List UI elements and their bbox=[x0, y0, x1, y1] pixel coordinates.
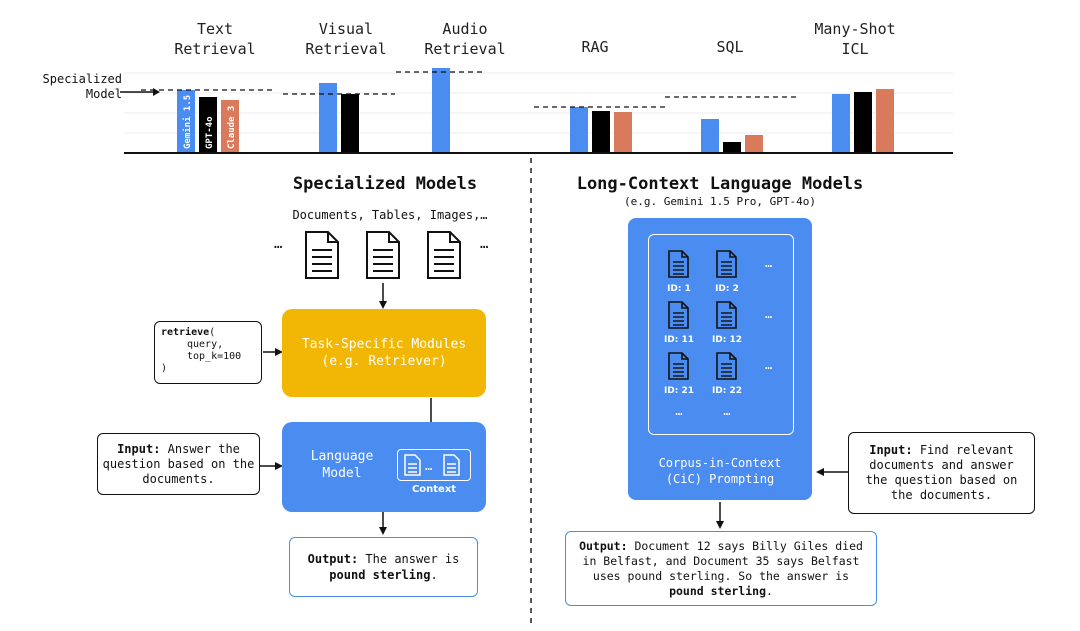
bar-gpt-4o bbox=[199, 97, 217, 153]
code-function-name: retrieve bbox=[161, 327, 210, 338]
code-paren-open: ( bbox=[209, 327, 216, 338]
context-label: Context bbox=[411, 484, 457, 495]
row-ellipsis: … bbox=[765, 256, 772, 270]
right-arrows bbox=[716, 468, 848, 529]
language-model-label: Language Model bbox=[310, 449, 374, 481]
bar-claude-3 bbox=[876, 89, 894, 153]
row-ellipsis: … bbox=[765, 307, 772, 321]
bar-claude-3 bbox=[745, 135, 763, 153]
document-icon bbox=[668, 352, 689, 380]
left-input-text: Answer the question based on the documen… bbox=[102, 441, 255, 486]
retrieve-code-box: retrieve( query, top_k=100 ) bbox=[154, 321, 262, 384]
right-input-box: Input: Find relevant documents and answe… bbox=[848, 432, 1035, 514]
right-output-box: Output: Document 12 says Billy Giles die… bbox=[565, 531, 877, 606]
bar-gemini-1-5 bbox=[319, 83, 337, 153]
document-icon bbox=[427, 231, 461, 279]
document-icon bbox=[668, 301, 689, 329]
bar-label-gemini-1-5: Gemini 1.5 bbox=[182, 95, 193, 149]
left-input-label: Input: bbox=[117, 441, 161, 456]
bar-gpt-4o bbox=[592, 111, 610, 153]
language-model-box: Language Model … Context bbox=[282, 422, 486, 512]
document-icon bbox=[668, 250, 689, 278]
category-label-audio-retrieval: Audio Retrieval bbox=[424, 20, 506, 58]
category-label-many-shot-icl: Many-Shot ICL bbox=[814, 20, 896, 58]
document-id-label: ID: 12 bbox=[712, 335, 742, 345]
bar-labels: Gemini 1.5 GPT-4o Claude 3 bbox=[182, 95, 237, 149]
left-output-period: . bbox=[430, 568, 438, 582]
corpus-documents: ID: 1 ID: 2 … ID: 11 ID: 12 … ID: 21 ID: 22 … … … bbox=[664, 250, 772, 418]
documents-caption: Documents, Tables, Images,… bbox=[292, 208, 488, 222]
document-id-label: ID: 1 bbox=[667, 284, 691, 294]
bar-gpt-4o bbox=[854, 92, 872, 153]
specialized-models-title: Specialized Models bbox=[292, 174, 478, 194]
long-context-title: Long-Context Language Models bbox=[576, 174, 864, 194]
bar-claude-3 bbox=[614, 112, 632, 153]
bar-label-gpt-4o: GPT-4o bbox=[205, 116, 215, 149]
document-icon bbox=[305, 231, 339, 279]
code-arg-query: query, bbox=[187, 339, 224, 350]
code-arg-topk: top_k=100 bbox=[187, 351, 242, 362]
right-output-label: Output: bbox=[579, 538, 628, 553]
context-box: … bbox=[397, 449, 471, 481]
right-output-text: Document 12 says Billy Giles died in Bel… bbox=[582, 538, 863, 583]
left-output-text: The answer is bbox=[358, 552, 460, 566]
category-label-rag: RAG bbox=[581, 38, 609, 56]
right-output-answer: pound sterling bbox=[669, 583, 766, 598]
chart-bars bbox=[177, 68, 894, 153]
category-label-visual-retrieval: Visual Retrieval bbox=[305, 20, 387, 58]
right-input-text: Find relevant documents and answer the q… bbox=[865, 443, 1018, 502]
document-icon bbox=[366, 231, 400, 279]
left-input-box: Input: Answer the question based on the … bbox=[97, 433, 260, 495]
document-icon bbox=[716, 250, 737, 278]
specialized-model-label: Specialized Model bbox=[42, 72, 122, 101]
section-divider bbox=[530, 158, 532, 628]
document-icons bbox=[305, 231, 461, 279]
bar-gemini-1-5 bbox=[832, 94, 850, 153]
left-output-box: Output: The answer is pound sterling. bbox=[289, 537, 478, 597]
code-paren-close: ) bbox=[161, 363, 168, 374]
left-output-answer: pound sterling bbox=[329, 568, 431, 582]
specialized-model-lines bbox=[141, 71, 799, 108]
document-icon bbox=[716, 301, 737, 329]
chart-gridlines bbox=[124, 72, 953, 134]
bar-gpt-4o bbox=[723, 142, 741, 153]
category-label-text-retrieval: Text Retrieval bbox=[174, 20, 256, 58]
task-specific-modules-box: Task-Specific Modules (e.g. Retriever) bbox=[282, 309, 486, 397]
bar-gpt-4o bbox=[341, 94, 359, 153]
document-icon bbox=[716, 352, 737, 380]
corpus-panel: ID: 1 ID: 2 … ID: 11 ID: 12 … ID: 21 ID: 22 … … … bbox=[648, 234, 794, 435]
docs-ellipsis-right: … bbox=[480, 236, 489, 252]
left-output-label: Output: bbox=[307, 552, 359, 566]
specialized-arrowhead bbox=[153, 88, 160, 96]
document-id-label: ID: 2 bbox=[715, 284, 739, 294]
context-docs-icon: … bbox=[404, 454, 460, 476]
benchmark-chart: Gemini 1.5 GPT-4o Claude 3 bbox=[120, 68, 953, 154]
bar-claude-3 bbox=[221, 100, 239, 153]
docs-ellipsis-left: … bbox=[274, 236, 283, 252]
bar-label-claude-3: Claude 3 bbox=[227, 106, 237, 149]
long-context-subtitle: (e.g. Gemini 1.5 Pro, GPT-4o) bbox=[623, 195, 817, 208]
bar-gemini-1-5 bbox=[570, 107, 588, 153]
svg-text:…: … bbox=[425, 459, 432, 473]
column-ellipsis: … bbox=[675, 404, 682, 418]
bar-gemini-1-5 bbox=[432, 68, 450, 153]
column-ellipsis: … bbox=[723, 404, 730, 418]
bar-gemini-1-5 bbox=[177, 90, 195, 153]
bar-gemini-1-5 bbox=[701, 119, 719, 153]
document-id-label: ID: 22 bbox=[712, 386, 742, 396]
document-id-label: ID: 21 bbox=[664, 386, 694, 396]
right-input-label: Input: bbox=[869, 443, 913, 457]
row-ellipsis: … bbox=[765, 358, 772, 372]
right-output-period: . bbox=[766, 583, 773, 598]
category-label-sql: SQL bbox=[716, 38, 744, 56]
cic-label: Corpus-in-Context (CiC) Prompting bbox=[658, 456, 782, 486]
document-id-label: ID: 11 bbox=[664, 335, 694, 345]
